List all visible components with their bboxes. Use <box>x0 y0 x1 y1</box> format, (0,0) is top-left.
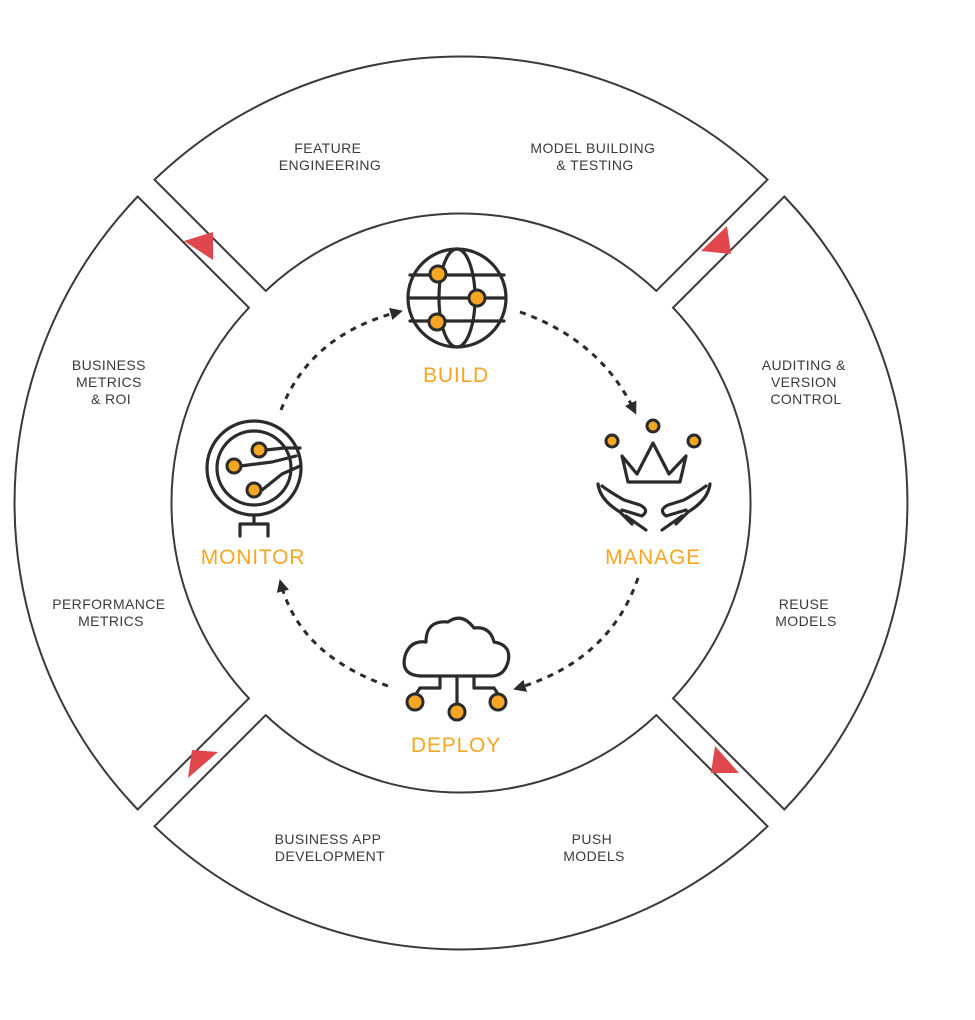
label-business-app: BUSINESS APP DEVELOPMENT <box>275 831 386 864</box>
label-push-models: PUSH MODELS <box>563 831 625 864</box>
crown-hands-icon <box>596 418 712 532</box>
stage-flow-arrows <box>276 307 640 692</box>
red-arrow-bottom-left-icon <box>188 750 218 778</box>
red-arrow-top-right-icon <box>701 226 731 254</box>
red-arrow-bottom-right-icon <box>711 746 739 773</box>
segment-left <box>13 195 251 811</box>
cloud-network-icon <box>402 616 511 722</box>
segment-bottom <box>153 713 769 951</box>
segment-right <box>671 195 909 811</box>
flow-arrow-monitor-to-build <box>279 307 403 411</box>
segment-top <box>153 55 769 293</box>
label-feature-engineering: FEATURE ENGINEERING <box>279 140 381 173</box>
label-business-metrics: BUSINESS METRICS & ROI <box>72 357 150 407</box>
flow-arrow-deploy-to-monitor <box>276 579 389 688</box>
label-performance-metrics: PERFORMANCE METRICS <box>52 596 170 629</box>
stage-label-deploy: DEPLOY <box>411 734 501 757</box>
flow-arrow-manage-to-deploy <box>513 577 640 692</box>
outer-ring <box>13 55 909 951</box>
segment-labels: FEATURE ENGINEERING MODEL BUILDING & TES… <box>52 140 850 864</box>
red-arrow-top-left-icon <box>184 232 213 260</box>
direction-arrows <box>184 226 739 778</box>
magnifier-circuit-icon <box>205 419 303 538</box>
stage-label-monitor: MONITOR <box>201 546 305 569</box>
stage-label-build: BUILD <box>423 364 489 387</box>
label-auditing: AUDITING & VERSION CONTROL <box>762 357 850 407</box>
stage-label-manage: MANAGE <box>605 546 701 569</box>
label-model-building: MODEL BUILDING & TESTING <box>530 140 659 173</box>
label-reuse-models: REUSE MODELS <box>775 596 837 629</box>
globe-network-icon <box>406 247 508 349</box>
flow-arrow-build-to-manage <box>519 310 637 415</box>
